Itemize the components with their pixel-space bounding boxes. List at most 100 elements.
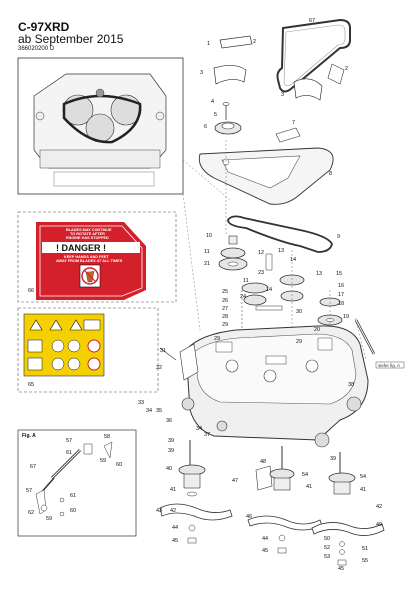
- fig-a-detail: Fig. A: [17, 429, 137, 537]
- callout-66: 67: [30, 464, 36, 470]
- hazard-triangle-icon: [29, 319, 43, 331]
- belt-cover-parts: [213, 35, 345, 101]
- callout-10: 10: [206, 233, 212, 239]
- callout-3b: 3: [281, 92, 284, 98]
- callout-17: 17: [338, 292, 344, 298]
- callout-36: 35: [156, 408, 162, 414]
- fig-a-label: Fig. A: [22, 433, 36, 439]
- callout-12: 12: [258, 250, 264, 256]
- left-pulley-stack: [218, 235, 248, 271]
- spindle-right: [311, 452, 385, 566]
- callout-58b: 57: [26, 488, 32, 494]
- callout-2b: 2: [345, 66, 348, 72]
- callout-41: 40: [166, 466, 172, 472]
- callout-39: 38: [348, 382, 354, 388]
- callout-42b: 41: [306, 484, 312, 490]
- deck-lift-rod: siehe fig. A: [354, 319, 405, 369]
- callout-5: 5: [214, 112, 217, 118]
- callout-60b: 59: [46, 516, 52, 522]
- callout-67: 67: [309, 18, 315, 24]
- callout-58: 57: [66, 438, 72, 444]
- hazard-triangle-icon: [69, 319, 83, 331]
- callout-24: 24: [240, 294, 246, 300]
- deck-belt: [227, 215, 333, 253]
- decal-caption-line2: AWAY FROM BLADES AT ALL TIMES: [56, 259, 123, 263]
- callout-60: 59: [100, 458, 106, 464]
- callout-38: 37: [204, 432, 210, 438]
- callout-21: 21: [204, 261, 210, 267]
- callout-27: 27: [222, 306, 228, 312]
- callout-42c: 41: [360, 487, 366, 493]
- callout-53: 52: [324, 545, 330, 551]
- callout-43b: 42: [376, 504, 382, 510]
- mower-deck: [181, 325, 369, 448]
- callout-7: 7: [292, 120, 295, 126]
- callout-46b: 45: [262, 548, 268, 554]
- callout-35b: 34: [196, 426, 202, 432]
- decal-danger-title: ! DANGER !: [56, 243, 106, 253]
- callout-16: 16: [338, 283, 344, 289]
- callout-25: 25: [222, 289, 228, 295]
- callout-23: 23: [258, 270, 264, 276]
- callout-30: 29: [214, 336, 220, 342]
- callout-33: 32: [156, 365, 162, 371]
- callout-34: 33: [138, 400, 144, 406]
- callout-40c: 39: [330, 456, 336, 462]
- callout-61: 60: [116, 462, 122, 468]
- callout-46c: 45: [338, 566, 344, 572]
- callout-40b: 39: [168, 448, 174, 454]
- deck-bracket-left: [159, 343, 199, 381]
- callout-4: 4: [211, 99, 214, 105]
- callout-14b: 14: [266, 287, 272, 293]
- decal-warning-line1: BLADES MAY CONTINUE: [66, 228, 112, 232]
- callout-46: 45: [172, 538, 178, 544]
- callout-9: 9: [337, 234, 340, 240]
- callout-20: 20: [314, 327, 320, 333]
- callout-45b: 44: [262, 536, 268, 542]
- callout-11b: 11: [243, 278, 249, 284]
- callout-30b: 29: [296, 339, 302, 345]
- callout-1: 1: [207, 41, 210, 47]
- callout-26: 26: [222, 298, 228, 304]
- part-number: 366020200 D: [18, 46, 55, 52]
- callout-62b: 61: [70, 493, 76, 499]
- callout-3: 3: [200, 70, 203, 76]
- callout-19: 19: [343, 314, 349, 320]
- callout-50: 49: [376, 522, 382, 528]
- callout-40: 39: [168, 438, 174, 444]
- main-drive-belt: [276, 18, 351, 93]
- callout-42: 41: [170, 487, 176, 493]
- fig-a-reference: siehe fig. A: [378, 363, 400, 368]
- callout-55: 54: [302, 472, 308, 478]
- callout-6: 6: [204, 124, 207, 130]
- spindle-center: [247, 446, 323, 554]
- hazard-triangle-icon: [49, 319, 63, 331]
- idler-pulley-top: [214, 102, 301, 143]
- callout-48: 47: [232, 478, 238, 484]
- belt-guard-cover: [198, 147, 334, 205]
- deck-overview-inset: [17, 57, 184, 195]
- callout-62: 61: [66, 450, 72, 456]
- part-callouts: 2 1 67 3 2 3 4 5 6 7 8 9 10 11 21 12 13 …: [26, 18, 382, 572]
- callout-52: 51: [362, 546, 368, 552]
- manual-icon: [83, 319, 101, 331]
- decal-caption-line1: KEEP HANDS AND FEET: [64, 255, 109, 259]
- decal-warning-line3: ENGINE HAS STOPPED: [66, 236, 109, 240]
- callout-47: 46: [246, 514, 252, 520]
- spindle-left: [159, 440, 233, 544]
- right-pulley-stack: [279, 274, 343, 326]
- callout-32: 31: [160, 348, 166, 354]
- callout-2: 2: [253, 39, 256, 45]
- callout-8: 8: [329, 171, 332, 177]
- callout-13: 13: [278, 248, 284, 254]
- callout-55b: 54: [360, 474, 366, 480]
- callout-11: 11: [204, 249, 210, 255]
- callout-59: 58: [104, 434, 110, 440]
- callout-31: 30: [296, 309, 302, 315]
- callout-63: 62: [28, 510, 34, 516]
- decal-warning-line2: TO ROTATE AFTER: [70, 232, 105, 236]
- callout-29: 29: [222, 322, 228, 328]
- callout-15: 15: [336, 271, 342, 277]
- danger-decal: BLADES MAY CONTINUE TO ROTATE AFTER ENGI…: [17, 211, 177, 303]
